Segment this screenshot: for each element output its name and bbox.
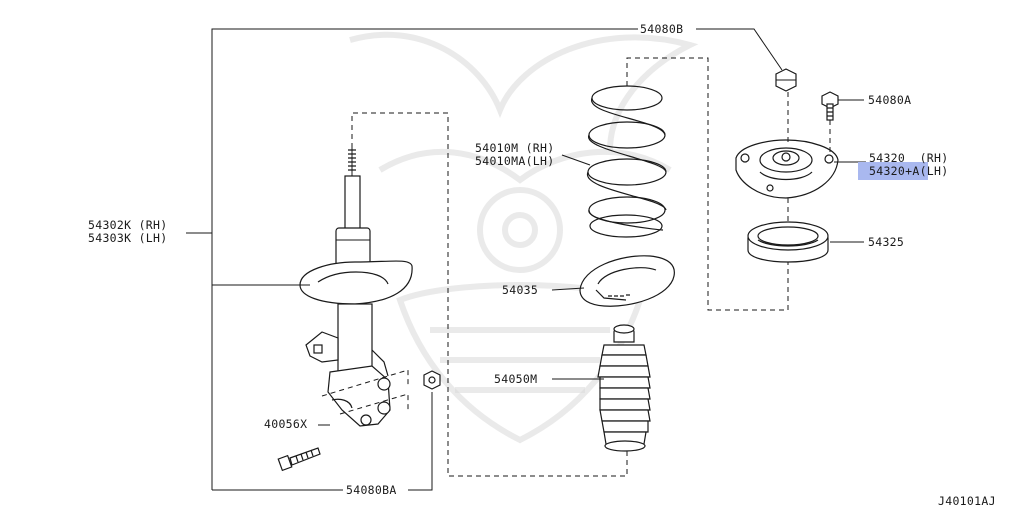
label-54080a: 54080A	[868, 93, 911, 107]
bolt-40056x	[277, 447, 321, 472]
nut-54080ba	[423, 370, 441, 390]
label-54303k: 54303K (LH)	[88, 231, 167, 245]
label-54010ma: 54010MA(LH)	[475, 154, 554, 168]
leader-lines	[186, 28, 866, 491]
label-54010m: 54010M (RH)	[475, 141, 554, 155]
label-54302k: 54302K (RH)	[88, 218, 167, 232]
label-54320a-lh: 54320+A(LH)	[869, 164, 948, 178]
label-54320-rh: 54320 (RH)	[869, 151, 948, 165]
highlight-box	[858, 162, 928, 180]
nut-54080b	[775, 68, 797, 92]
label-54035: 54035	[502, 283, 538, 297]
dashed-guides	[351, 57, 831, 477]
label-54050m: 54050M	[494, 372, 537, 386]
bolt-54080a	[821, 91, 839, 121]
diagram-id: J40101AJ	[938, 494, 996, 508]
label-54325: 54325	[868, 235, 904, 249]
label-40056x: 40056X	[264, 417, 307, 431]
label-54080b: 54080B	[640, 22, 683, 36]
dust-boot-54050m	[597, 324, 651, 452]
spring-seat-54035	[579, 255, 675, 307]
coil-spring	[587, 85, 667, 238]
bearing-54325	[747, 221, 829, 263]
label-54080ba: 54080BA	[346, 483, 397, 497]
strut-assembly	[299, 148, 413, 427]
strut-mount-54320	[735, 139, 839, 199]
